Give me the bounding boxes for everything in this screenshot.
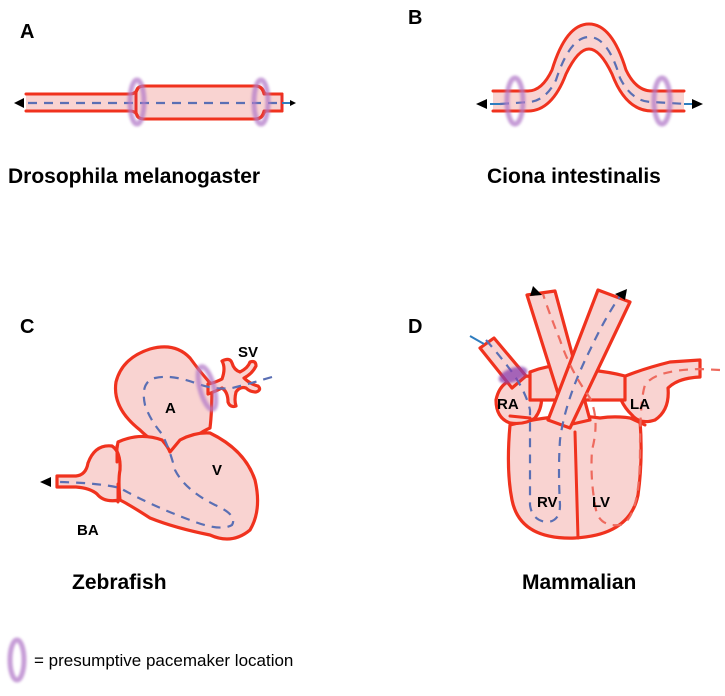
arrow-left-icon bbox=[40, 477, 51, 487]
ventricles bbox=[506, 414, 643, 540]
label-ba: BA bbox=[77, 522, 99, 539]
flow-path bbox=[499, 35, 687, 106]
panel-letter-c: C bbox=[20, 316, 34, 338]
arrow-left-icon bbox=[14, 98, 24, 108]
label-ra: RA bbox=[497, 396, 519, 413]
arrow-left-icon bbox=[476, 99, 487, 109]
panel-d: D RA LA bbox=[408, 286, 721, 594]
pacemaker-ring-icon bbox=[195, 364, 219, 412]
arrow-right-icon bbox=[692, 99, 703, 109]
pacemaker-ring-icon bbox=[651, 75, 673, 127]
label-lv: LV bbox=[592, 494, 610, 511]
deoxygenated-flow-path bbox=[485, 295, 621, 524]
pacemaker-ring-icon bbox=[504, 75, 526, 127]
pacemaker-sa-node-icon bbox=[498, 366, 528, 384]
caption-drosophila: Drosophila melanogaster bbox=[8, 165, 260, 188]
tube-inner-wall bbox=[491, 47, 686, 113]
caption-ciona: Ciona intestinalis bbox=[487, 165, 661, 188]
ciona-heart-tube bbox=[476, 22, 703, 127]
tube-outer-wall bbox=[491, 22, 686, 93]
pacemaker-ring-icon bbox=[7, 637, 27, 683]
label-ventricle: V bbox=[212, 462, 222, 479]
panel-letter-a: A bbox=[20, 21, 34, 43]
left-atrium bbox=[614, 358, 702, 424]
mammalian-heart bbox=[469, 286, 721, 540]
tube-body bbox=[493, 24, 684, 111]
arrow-up-icon bbox=[615, 289, 627, 300]
label-atrium: A bbox=[165, 400, 176, 417]
label-la: LA bbox=[630, 396, 650, 413]
panel-b: B Ciona intestinalis bbox=[408, 7, 703, 188]
interventricular-septum bbox=[573, 430, 580, 540]
label-sv: SV bbox=[238, 344, 258, 361]
arrow-up-icon bbox=[530, 286, 542, 296]
caption-mammalian: Mammalian bbox=[522, 571, 636, 594]
label-rv: RV bbox=[537, 494, 558, 511]
atrium bbox=[113, 345, 214, 454]
pacemaker-ring-icon bbox=[127, 77, 147, 127]
atrioventricular-groove-right bbox=[508, 414, 532, 420]
panel-letter-d: D bbox=[408, 316, 422, 338]
zebrafish-heart bbox=[40, 345, 273, 541]
arrow-right-icon bbox=[290, 100, 296, 106]
panel-c: C SV A V BA Zebrafish bbox=[20, 316, 273, 594]
legend-text: = presumptive pacemaker location bbox=[34, 651, 293, 670]
flow-in-line bbox=[469, 335, 485, 345]
drosophila-heart-tube bbox=[14, 77, 296, 127]
bulbus-arteriosus bbox=[55, 444, 122, 503]
legend: = presumptive pacemaker location bbox=[7, 637, 293, 683]
atrioventricular-groove-left bbox=[628, 416, 647, 427]
oxygenated-flow-path bbox=[541, 293, 721, 527]
panel-a: A Drosophila melanogaster bbox=[8, 21, 296, 188]
caption-zebrafish: Zebrafish bbox=[72, 571, 167, 594]
panel-letter-b: B bbox=[408, 7, 422, 29]
pacemaker-ring-icon bbox=[251, 77, 271, 127]
